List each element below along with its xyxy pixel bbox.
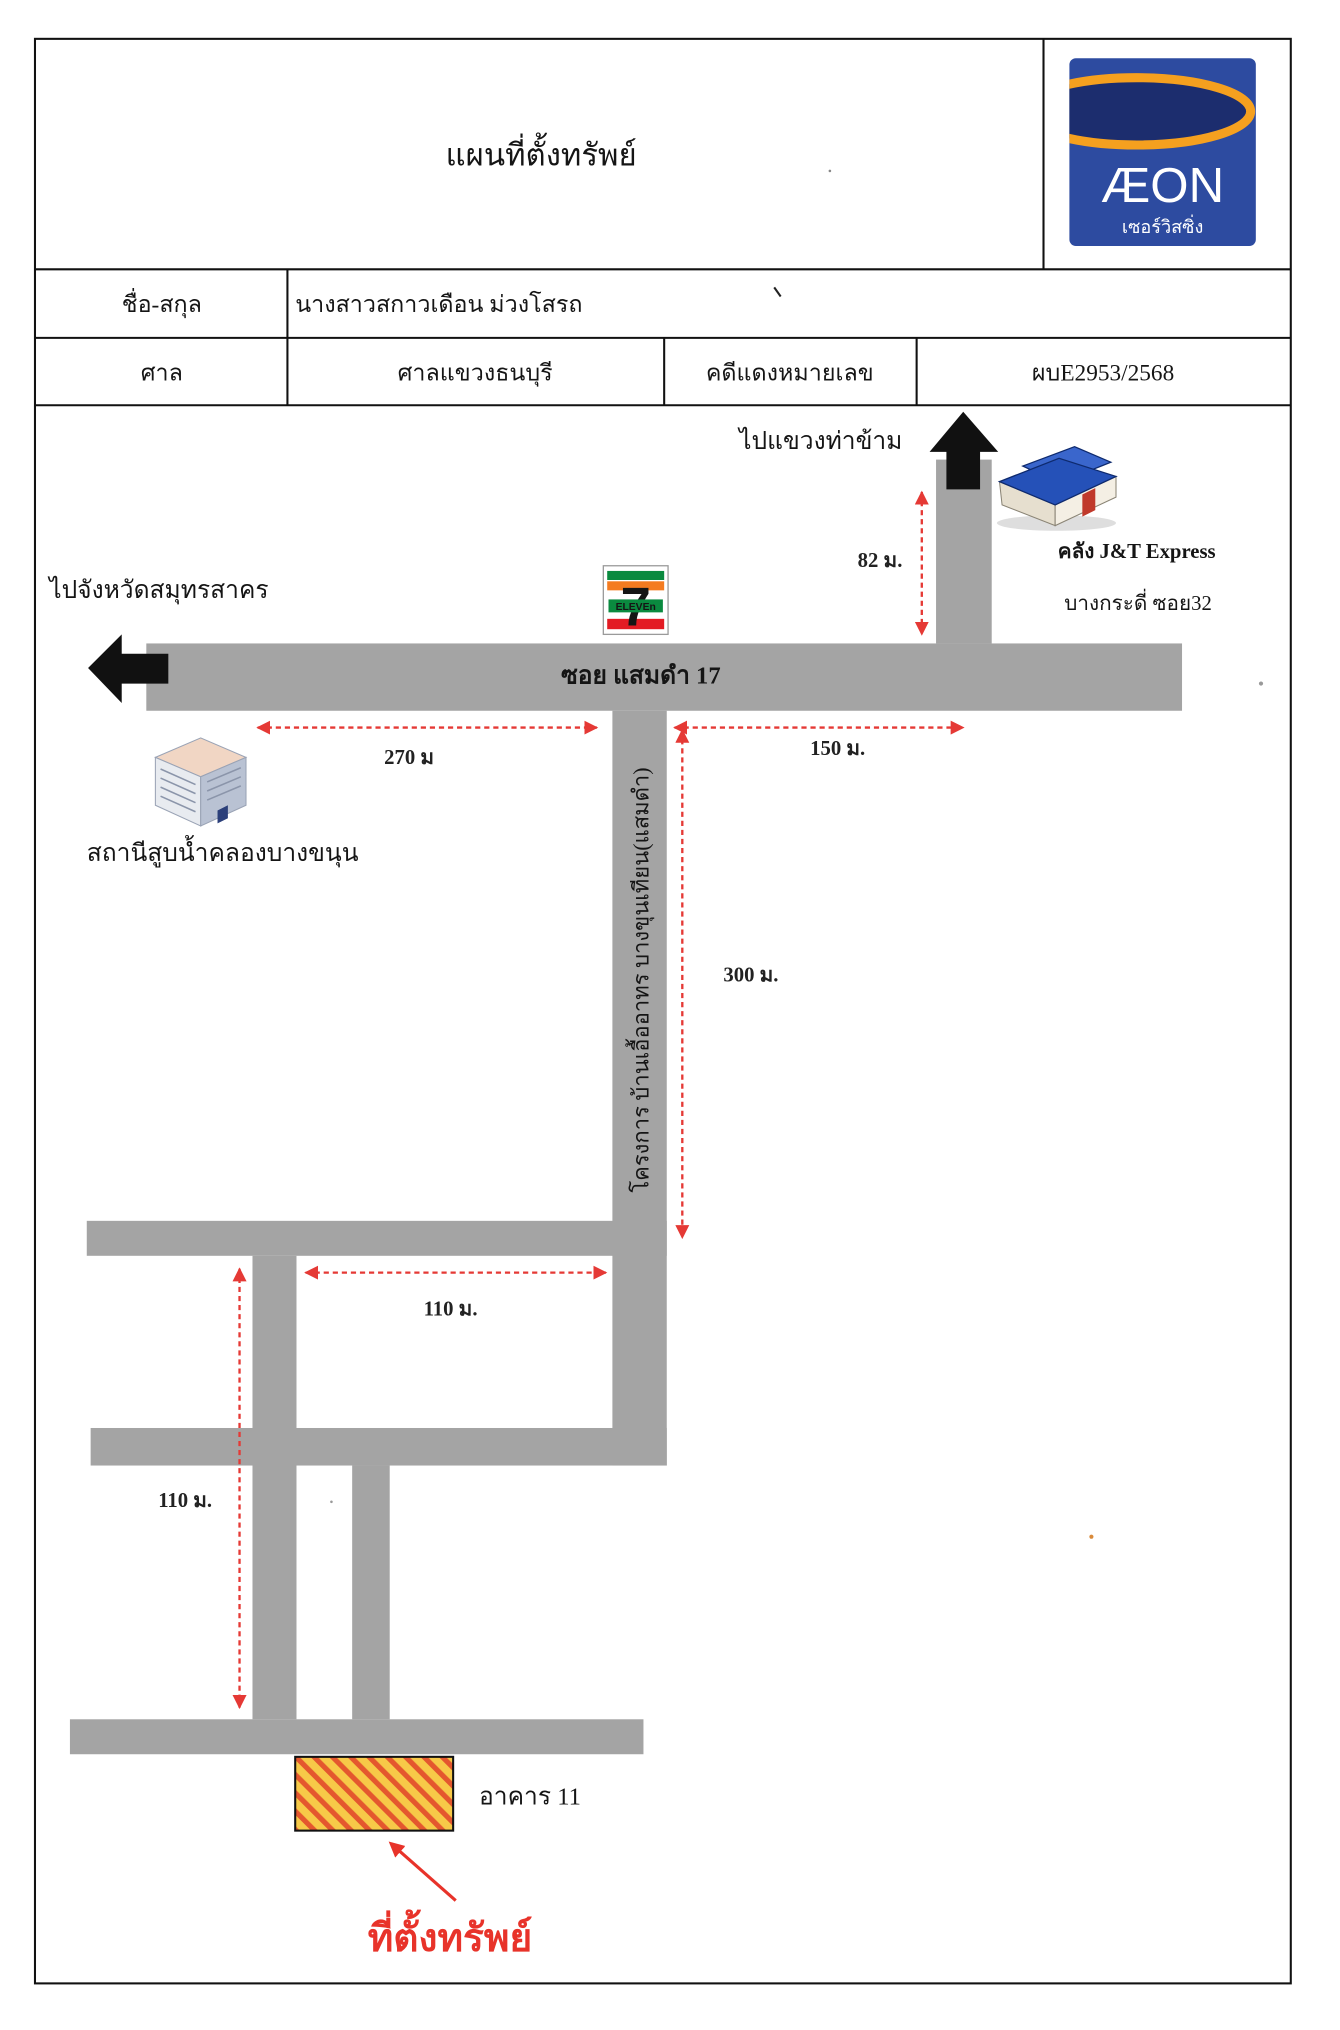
distance-inner-horizontal: 110 ม. xyxy=(424,1298,478,1320)
property-pointer-arrow-icon xyxy=(388,1841,457,1902)
scan-speck xyxy=(828,169,832,173)
logo-tagline: เซอร์วิสซิ่ง xyxy=(1122,214,1203,237)
building-icon xyxy=(154,737,248,827)
case-label: คดีแดงหมายเลข xyxy=(706,361,874,387)
name-value: นางสาวสกาวเดือน ม่วงโสรถ xyxy=(295,291,582,318)
stray-mark xyxy=(773,286,782,298)
inner-road-left-vertical xyxy=(252,1255,297,1720)
map-area: ไปจังหวัดสมุทรสาคร ไปแขวงท่าข้าม ซอย แสม… xyxy=(47,411,1264,1960)
aeon-logo: ÆON เซอร์วิสซิ่ง xyxy=(1069,58,1256,246)
page-title: แผนที่ตั้งทรัพย์ xyxy=(446,133,637,173)
scan-speck xyxy=(1258,681,1264,686)
name-label: ชื่อ-สกุล xyxy=(122,288,202,318)
main-road xyxy=(146,643,1183,711)
arrow-left-icon xyxy=(88,634,169,703)
distance-inner-vertical: 110 ม. xyxy=(158,1490,212,1512)
direction-north-label: ไปแขวงท่าข้าม xyxy=(737,427,902,455)
inner-road-middle xyxy=(90,1427,667,1466)
property-location-label: ที่ตั้งทรัพย์ xyxy=(368,1909,533,1960)
building-right-face xyxy=(200,756,247,827)
seven-eleven-wordmark-band xyxy=(608,599,663,613)
outer-border xyxy=(33,37,1292,1985)
property-building-label: อาคาร 11 xyxy=(479,1784,581,1811)
distance-main-road-west: 270 ม xyxy=(384,747,434,769)
scan-speck xyxy=(1089,1534,1094,1539)
project-road-label: โครงการ บ้านเอื้ออาทร บางขุนเทียน(แสมดำ) xyxy=(626,767,655,1192)
form-grid xyxy=(33,37,1292,1985)
logo-swoosh xyxy=(1069,73,1256,150)
inner-road-bottom xyxy=(69,1719,644,1755)
inner-road-short-vertical xyxy=(352,1465,390,1720)
pump-station-label: สถานีสูบน้ำคลองบางขนุน xyxy=(87,835,359,868)
court-value: ศาลแขวงธนบุรี xyxy=(398,361,553,387)
scan-speck xyxy=(330,1500,333,1504)
inner-road-upper xyxy=(86,1220,667,1256)
distance-north-road: 82 ม. xyxy=(858,550,903,572)
main-road-label: ซอย แสมดำ 17 xyxy=(561,663,721,690)
distance-main-road-east: 150 ม. xyxy=(810,738,865,760)
north-road xyxy=(936,459,992,644)
seven-eleven-orange-stripe xyxy=(607,581,665,591)
warehouse-door xyxy=(1082,488,1096,517)
warehouse-icon xyxy=(996,445,1118,531)
warehouse-sublabel: บางกระดี่ ซอย32 xyxy=(1064,589,1212,615)
seven-eleven-wordmark: ELEVEn xyxy=(616,602,656,613)
property-building-marker xyxy=(294,1755,455,1832)
warehouse-front-roof xyxy=(997,457,1118,506)
seven-eleven-green-stripe xyxy=(607,570,665,580)
direction-west-label: ไปจังหวัดสมุทรสาคร xyxy=(47,576,268,605)
arrow-up-icon xyxy=(929,411,999,490)
court-label: ศาล xyxy=(141,361,183,387)
building-door xyxy=(217,805,228,824)
distance-project-road: 300 ม. xyxy=(723,964,778,986)
case-value: ผบE2953/2568 xyxy=(1032,361,1174,387)
seven-eleven-red-stripe xyxy=(607,618,665,630)
seven-eleven-logo: 7 ELEVEn xyxy=(602,565,669,637)
building-windows xyxy=(160,767,242,813)
logo-wordmark: ÆON xyxy=(1101,158,1224,213)
project-road xyxy=(612,710,667,1466)
warehouse-label: คลัง J&T Express xyxy=(1058,540,1216,563)
